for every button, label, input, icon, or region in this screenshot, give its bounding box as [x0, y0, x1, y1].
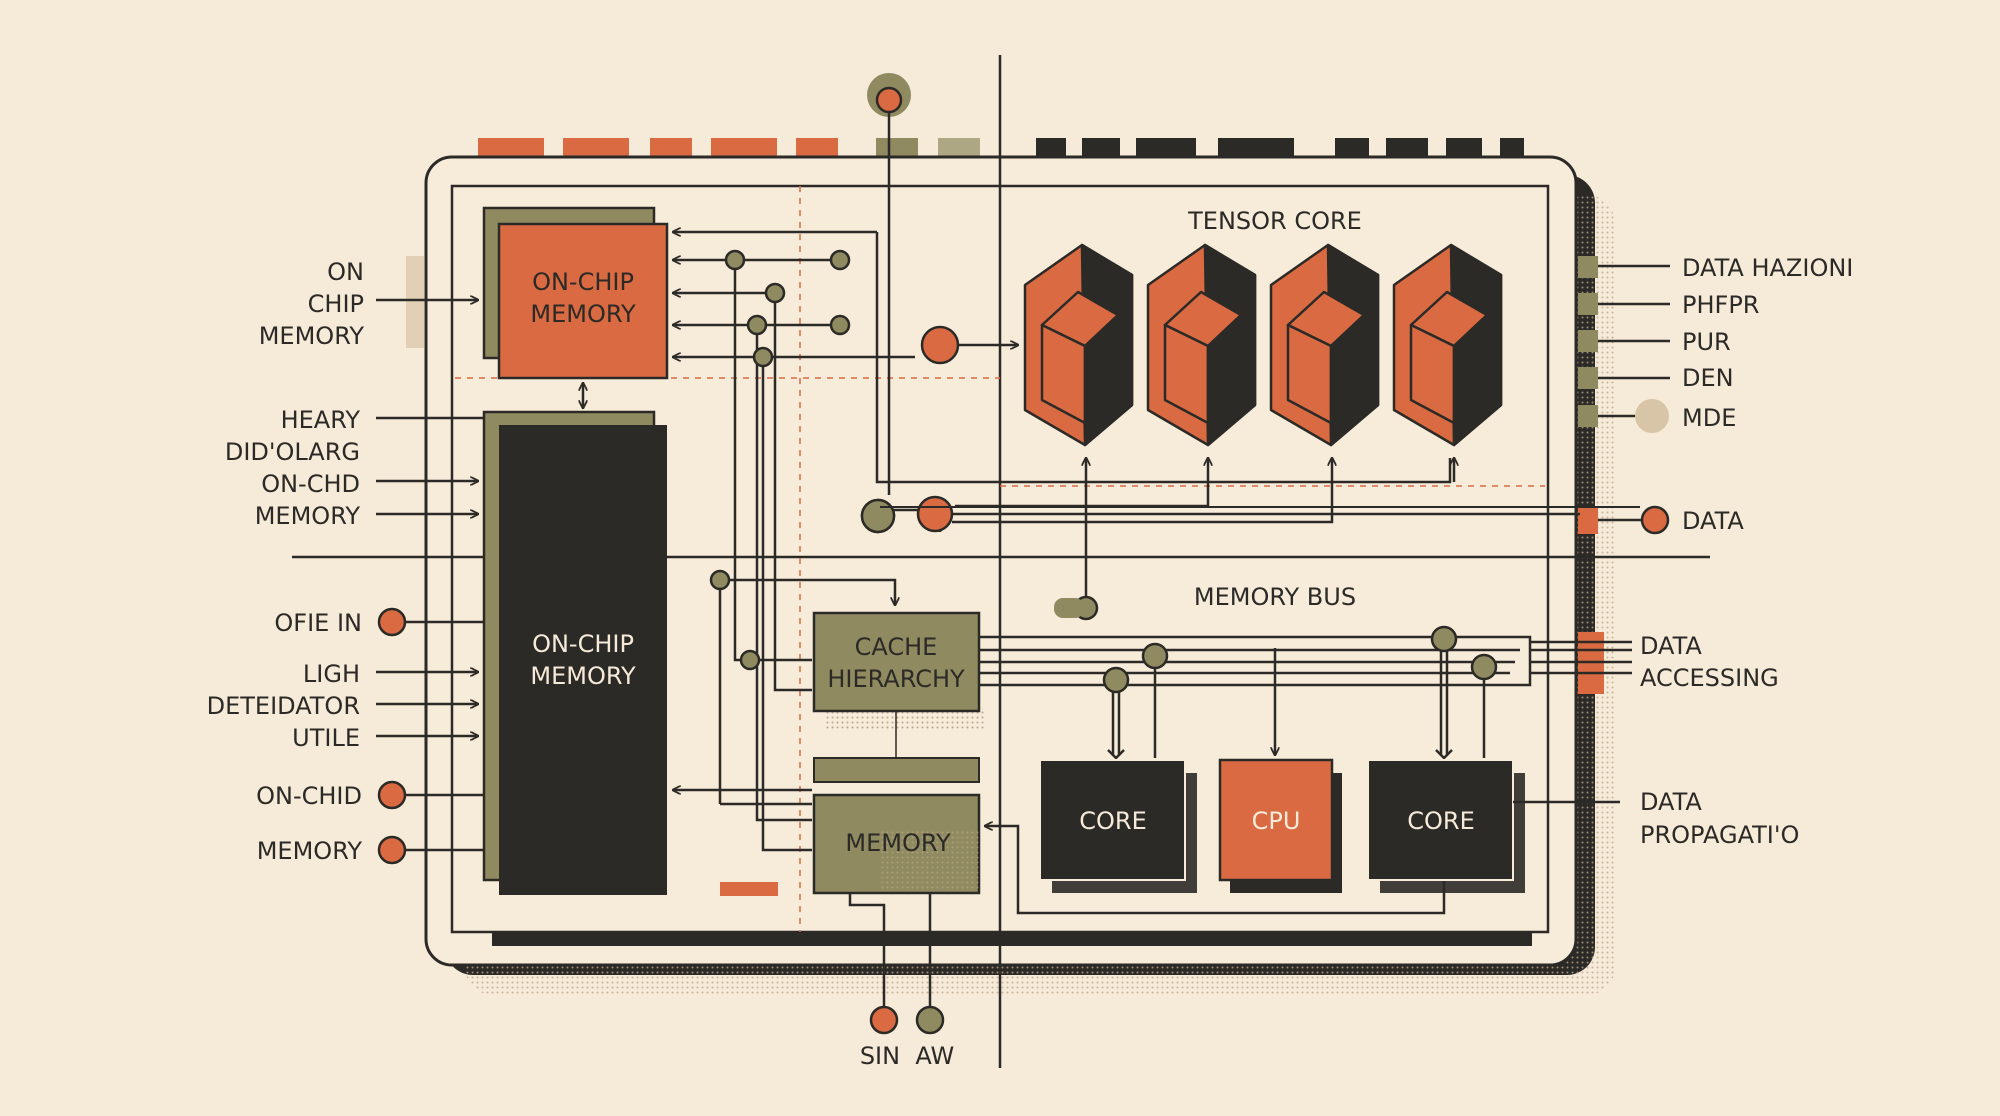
tensor-cubes: [1023, 243, 1503, 447]
cache-hierarchy-dots: [824, 708, 986, 730]
label-memory-a: MEMORY: [255, 502, 361, 530]
label-heary: HEARY: [281, 406, 361, 434]
memory-label: MEMORY: [845, 829, 951, 857]
on-chip-memory-top-label-1: ON-CHIP: [532, 268, 634, 296]
on-chip-memory-big-label-2: MEMORY: [530, 662, 636, 690]
cpu-label: CPU: [1252, 807, 1301, 835]
memory-feedback-wire: [1016, 880, 1446, 915]
label-den: DEN: [1682, 364, 1734, 392]
label-phfpr: PHFPR: [1682, 291, 1759, 319]
small-orange-bar: [720, 882, 778, 896]
label-ofie-in: OFIE IN: [274, 609, 362, 637]
cache-hierarchy-label-1: CACHE: [855, 633, 938, 661]
label-deteidator: DETEIDATOR: [207, 692, 360, 720]
left-nodes: [377, 607, 407, 865]
bottom-label: SIN AW: [860, 1042, 954, 1070]
cache-hierarchy-label-2: HIERARCHY: [827, 665, 965, 693]
label-mde: MDE: [1682, 404, 1736, 432]
memory-top-bar: [813, 757, 980, 783]
tensor-cube-1: [1023, 243, 1134, 447]
left-label-texts: ON CHIP MEMORY HEARY DID'OLARG ON-CHD ME…: [207, 258, 365, 865]
bus-nodes: [1102, 625, 1498, 694]
data-node: [1640, 505, 1670, 535]
label-data-hazioni: DATA HAZIONI: [1682, 254, 1853, 282]
label-did-olarg: DID'OLARG: [225, 438, 360, 466]
label-on: ON: [327, 258, 364, 286]
left-label-bg: [406, 256, 424, 348]
memory-wires: [673, 232, 1580, 852]
bus-node-bg: [1054, 598, 1084, 618]
label-data-accessing-2: ACCESSING: [1640, 664, 1779, 692]
label-data: DATA: [1682, 507, 1744, 535]
right-label-texts: DATA HAZIONI PHFPR PUR DEN MDE DATA DATA…: [1640, 254, 1853, 849]
memory-feedback-arrow: [985, 826, 1020, 880]
bottom-wires: [848, 893, 932, 1008]
tensor-cube-4: [1392, 243, 1503, 447]
on-chip-memory-big-block: [499, 425, 667, 895]
mde-glow: [1635, 399, 1669, 433]
left-arrows: [376, 300, 484, 852]
label-chip: CHIP: [308, 290, 364, 318]
top-pins: [478, 138, 1524, 158]
label-data-accessing-1: DATA: [1640, 632, 1702, 660]
label-memory-b: MEMORY: [257, 837, 363, 865]
inner-bottom-shadow: [492, 932, 1532, 946]
label-pur: PUR: [1682, 328, 1731, 356]
cpu-block: [1218, 758, 1334, 882]
top-node: [875, 86, 903, 114]
label-memory-top: MEMORY: [259, 322, 365, 350]
on-chip-memory-top-block: [497, 222, 669, 380]
tensor-cube-2: [1146, 243, 1257, 447]
cache-hierarchy-block: [812, 611, 981, 713]
core-right-block: [1367, 759, 1514, 881]
core-right-label: CORE: [1407, 807, 1475, 835]
bottom-node-orange: [869, 1005, 899, 1035]
label-ligh: LIGH: [303, 660, 360, 688]
tensor-cube-3: [1269, 243, 1380, 447]
on-chip-memory-big-label-1: ON-CHIP: [532, 630, 634, 658]
label-on-chd: ON-CHD: [261, 470, 360, 498]
core-left-block: [1039, 759, 1186, 881]
right-leaders: [880, 264, 1670, 804]
feed-node-olive: [860, 498, 896, 534]
label-data-propagatio-2: PROPAGATI'O: [1640, 821, 1799, 849]
core-left-label: CORE: [1079, 807, 1147, 835]
label-data-propagatio-1: DATA: [1640, 788, 1702, 816]
label-utile: UTILE: [292, 724, 360, 752]
on-chip-memory-top-label-2: MEMORY: [530, 300, 636, 328]
bus-wires: [979, 635, 1632, 760]
tensor-core-title: TENSOR CORE: [1187, 207, 1362, 235]
bottom-node-olive: [915, 1005, 945, 1035]
label-on-chid: ON-CHID: [256, 782, 362, 810]
memory-dots: [880, 830, 979, 890]
memory-bus-title: MEMORY BUS: [1194, 583, 1356, 611]
